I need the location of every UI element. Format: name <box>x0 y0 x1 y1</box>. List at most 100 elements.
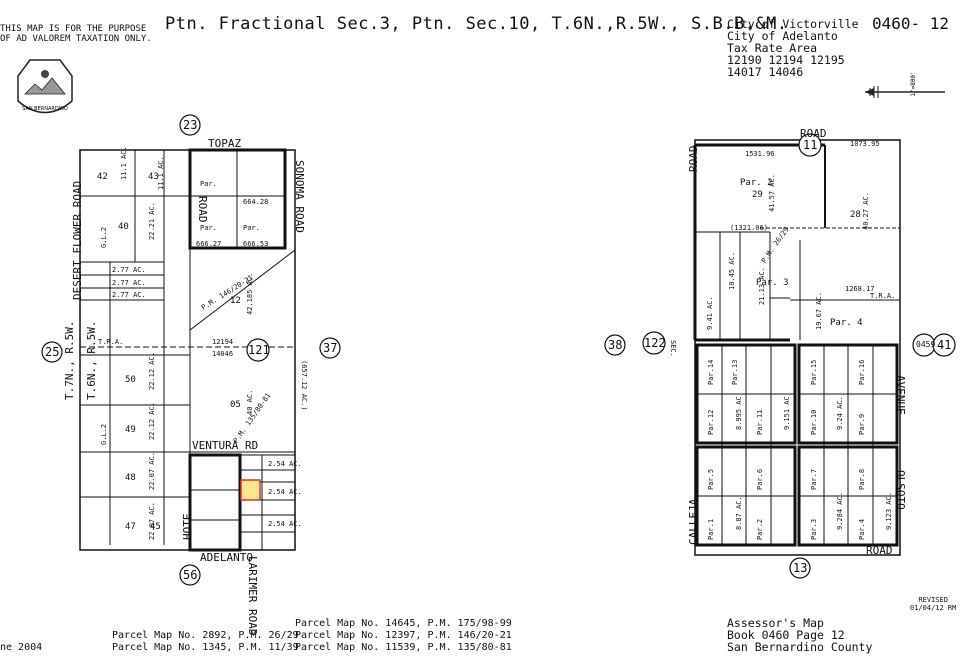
circle-0459: 0459 <box>916 340 936 349</box>
dist-1073: 1073.95 <box>850 140 880 148</box>
block-par-8: Par.8 <box>858 468 866 490</box>
parcel-49-acres: 22.12 AC. <box>148 402 156 440</box>
assessor-map-label: Assessor's Map <box>727 616 824 630</box>
par-3-right-label: Par. 3 <box>756 278 789 288</box>
acres-277-c: 2.77 AC. <box>112 291 146 299</box>
map-title: Ptn. Fractional Sec.3, Ptn. Sec.10, T.6N… <box>165 14 788 34</box>
circle-11: 11 <box>803 138 818 152</box>
circle-13: 13 <box>793 561 808 575</box>
sec-label: SEC. <box>669 340 677 357</box>
street-road-top: ROAD <box>800 127 827 140</box>
street-larimer: LARIMER ROAD <box>246 556 259 636</box>
seal-text: SAN BERNARDINO <box>22 106 68 112</box>
block-par-14: Par.14 <box>707 359 715 385</box>
circle-41: 41 <box>937 338 952 352</box>
parcel-05: 05 <box>230 400 241 410</box>
parcel-map-2892: Parcel Map No. 2892, P.M. 26/29 <box>112 630 299 641</box>
highlighted-parcel <box>240 479 261 501</box>
scale-text: 1"=800' <box>910 71 917 96</box>
street-ventura: VENTURA RD <box>192 439 259 452</box>
block-par-1: Par.1 <box>707 518 715 540</box>
acres-41-57: 41.57 AC. <box>768 174 776 212</box>
map-code: 0460- 12 <box>872 14 950 33</box>
block-acres-4: 8.87 AC. <box>735 496 743 530</box>
tra-label-left: T.R.A. <box>98 338 124 346</box>
parcel-42-acres: 11.1 AC. <box>120 146 128 180</box>
acres-277-a: 2.77 AC. <box>112 266 146 274</box>
parcel-47-acres: 22.07 AC. <box>148 502 156 540</box>
assessor-block: Assessor's Map Book 0460 Page 12 San Ber… <box>727 617 872 653</box>
block-par-5: Par.5 <box>707 468 715 490</box>
tra-right: T.R.A. <box>870 292 896 300</box>
block-acres-5: 9.284 AC. <box>836 492 844 530</box>
book-page: Book 0460 Page 12 <box>727 628 845 642</box>
disclaimer-line2: OF AD VALOREM TAXATION ONLY. <box>0 34 152 44</box>
tra-line1: 12190 12194 12195 <box>727 53 845 67</box>
block-par-2: Par.2 <box>756 518 764 540</box>
par-2-label: Par. <box>243 224 260 232</box>
parcel-40: 40 <box>118 222 129 232</box>
parcel-map-14645: Parcel Map No. 14645, P.M. 175/98-99 <box>295 618 512 629</box>
street-road-bottom: ROAD <box>866 544 893 557</box>
street-topaz: TOPAZ <box>208 137 242 150</box>
parcel-40-acres: 22.21 AC. <box>148 202 156 240</box>
circle-121: 121 <box>248 343 270 357</box>
block-par-16: Par.16 <box>858 359 866 385</box>
parcel-43: 43 <box>148 172 159 182</box>
parcel-map-1345: Parcel Map No. 1345, P.M. 11/39 <box>112 642 299 653</box>
tra-12194: 12194 <box>212 338 234 346</box>
block-par-15: Par.15 <box>810 359 818 385</box>
block-par-13: Par.13 <box>731 359 739 385</box>
street-avenue: AVENUE <box>894 375 907 415</box>
acres-254-c: 2.54 AC. <box>268 520 302 528</box>
acres-19-67: 19.67 AC. <box>815 292 823 330</box>
street-olsoto: OLSOTO <box>894 470 907 510</box>
parcel-map-12397: Parcel Map No. 12397, P.M. 146/20-21 <box>295 630 512 641</box>
parcel-45: 45 <box>150 522 161 532</box>
revised-label: REVISED <box>918 596 948 604</box>
block-par-12: Par.12 <box>707 409 715 435</box>
parcel-43-acres: 11.1 AC. <box>157 156 165 190</box>
revised-block: REVISED 01/04/12 RM <box>910 596 956 612</box>
city-victorville: City of Victorville <box>727 17 859 31</box>
acres-657: (657.12 AC.) <box>300 360 308 411</box>
block-acres-3: 9.24 AC. <box>836 396 844 430</box>
north-arrow-icon: 1"=800' <box>865 71 945 98</box>
circle-56: 56 <box>183 568 198 582</box>
county-name: San Bernardino County <box>727 640 873 654</box>
disclaimer: THIS MAP IS FOR THE PURPOSE OF AD VALORE… <box>0 24 152 44</box>
block-par-3: Par.3 <box>810 518 818 540</box>
acres-10-45: 10.45 AC. <box>728 252 736 290</box>
circle-23: 23 <box>183 118 198 132</box>
par-3-label: Par. <box>200 224 217 232</box>
map-date: ne 2004 <box>0 642 43 653</box>
street-sonoma: SONOMA ROAD <box>293 160 306 233</box>
acres-277-b: 2.77 AC. <box>112 279 146 287</box>
par-4-right-label: Par. 4 <box>830 318 863 328</box>
par-2-right-label: Par. 2 <box>740 178 773 188</box>
tra-line2: 14017 14046 <box>727 65 804 79</box>
revised-date: 01/04/12 RM <box>910 604 957 612</box>
gl2-upper: G.L.2 <box>100 226 108 248</box>
street-desert-flower: DESERT FLOWER ROAD <box>71 180 84 300</box>
block-par-7: Par.7 <box>810 468 818 490</box>
tax-rate-area-label: Tax Rate Area <box>727 41 818 55</box>
dist-1531: 1531.96 <box>745 150 775 158</box>
parcel-42: 42 <box>97 172 108 182</box>
parcel-50: 50 <box>125 375 136 385</box>
block-par-4: Par.4 <box>858 518 866 540</box>
block-acres-6: 9.123 AC. <box>885 492 893 530</box>
circle-37: 37 <box>323 341 338 355</box>
street-hote: HOTE <box>181 513 194 541</box>
tra-14046: 14046 <box>212 350 234 358</box>
block-par-10: Par.10 <box>810 409 818 435</box>
street-calleja: CALLEJA <box>687 498 700 545</box>
parcel-12: 12 <box>230 296 241 306</box>
circle-122: 122 <box>644 336 666 350</box>
city-block: City of Victorville City of Adelanto Tax… <box>727 18 859 78</box>
county-seal-icon: SAN BERNARDINO <box>17 59 73 114</box>
block-acres-2: 9.151 AC. <box>783 392 791 430</box>
dist-664: 664.28 <box>243 198 269 206</box>
parcel-map-11539: Parcel Map No. 11539, P.M. 135/80-81 <box>295 642 512 653</box>
